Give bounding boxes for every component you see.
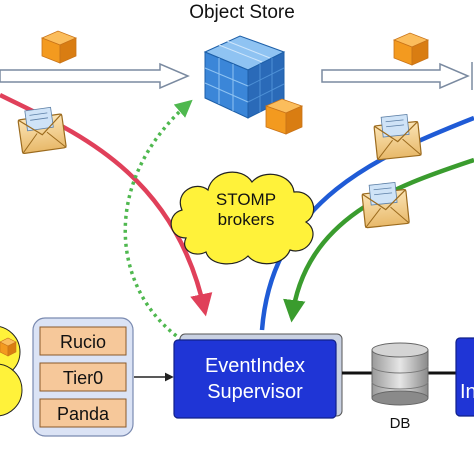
source-panda-label: Panda	[57, 404, 110, 424]
message-envelope-icon	[361, 182, 410, 229]
supervisor-label-line2: Supervisor	[207, 381, 303, 403]
right-transfer-arrow	[321, 62, 473, 90]
left-partial-node	[0, 326, 23, 417]
database-icon	[371, 342, 429, 406]
dotted-store-arrow	[123, 99, 193, 342]
supervisor-label-line1: EventIndex	[205, 355, 305, 377]
sources-panel: Rucio Tier0 Panda	[32, 317, 134, 437]
message-envelope-icon	[373, 114, 422, 161]
object-store-icon	[203, 35, 304, 135]
stomp-label-line1: STOMP	[216, 190, 276, 209]
data-cube-icon	[40, 30, 78, 64]
left-transfer-arrow	[0, 62, 190, 90]
source-rucio-label: Rucio	[60, 332, 106, 352]
stomp-label-line2: brokers	[218, 210, 275, 229]
message-envelope-icon	[17, 106, 67, 155]
red-message-arrow	[0, 92, 213, 317]
eventindex-supervisor-box: EventIndex Supervisor	[173, 333, 343, 419]
source-tier0-box	[39, 362, 127, 392]
blue-message-line	[259, 115, 474, 331]
source-panda-box	[39, 398, 127, 428]
right-box-label: In	[460, 381, 474, 403]
data-cube-icon	[392, 32, 430, 66]
right-partial-box: In	[455, 337, 474, 417]
source-tier0-label: Tier0	[63, 368, 103, 388]
source-rucio-box	[39, 326, 127, 356]
green-message-arrow	[283, 157, 474, 323]
object-store-label: Object Store	[189, 2, 295, 23]
db-label: DB	[390, 415, 411, 432]
stomp-brokers-cloud: STOMP brokers	[170, 171, 315, 265]
